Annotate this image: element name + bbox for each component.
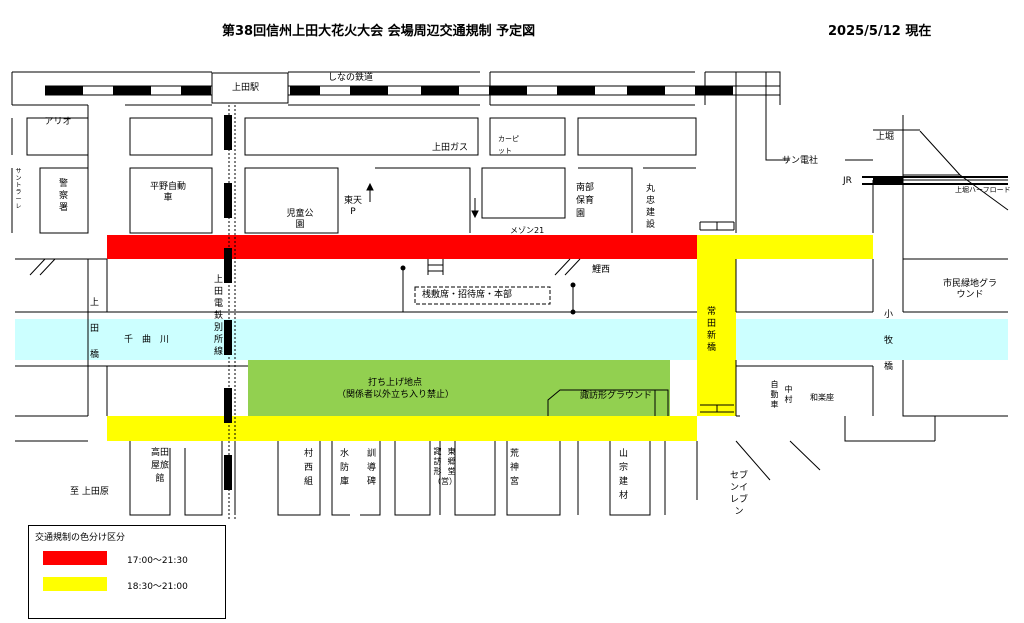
yellow-restriction-road-east [697,235,873,259]
road-outlines [11,71,1009,516]
kundou-label: 訓導碑 [366,449,376,487]
shinano-railway-track [45,86,733,95]
tokiwada-label: 常田新橋 [706,307,716,353]
jidoushasha-label: 自動車 [770,380,779,409]
ueda-gas-label: 上田ガス [432,143,469,153]
hirano-label: 平野自動車 [149,182,186,203]
sajiki-markers [400,265,576,315]
tougoudou-label: 東郷堂 [447,447,456,476]
higashi-tenp-label: 東天P [343,196,362,217]
ueda-station-label: 上田駅 [232,83,260,93]
shimin-ryokuchi-label: 市民緑地グラウンド [942,279,997,300]
jr-label: JR [843,176,852,186]
jido-park-label: 児童公園 [286,209,314,230]
seven-label: セブンイレブン [729,471,748,517]
direction-arrows [366,182,479,219]
launch-label-2: （関係者以外立ち入り禁止） [337,390,455,400]
kamibori-label: 上堀 [876,132,895,142]
maruchu-label: 丸忠建設 [645,184,655,230]
murnishi-label: 村西組 [303,449,313,487]
komakibashi-label: 小牧橋 [883,310,893,372]
shinano-railway-label: しなの鉄道 [328,73,374,83]
map-date: 2025/5/12 現在 [828,24,932,39]
nakamura-label: 中村 [784,385,793,404]
police-label: 警察署 [58,179,68,213]
legend-title: 交通規制の色分け区分 [35,533,126,543]
takadaya-label: 高田屋旅館 [150,448,169,484]
legend-yellow-swatch [43,577,107,591]
koinishi-label: 鯉西 [592,265,611,275]
bessho-line-label: 上田電鉄別所線 [213,275,223,357]
bessho-line-track [224,105,236,520]
map-title: 第38回信州上田大花火大会 会場周辺交通規制 予定図 [222,24,536,39]
chikuma-river [15,319,1008,360]
suwagata-eigyo-label: 諏訪形（営） [433,447,457,486]
suibou-label: 水防庫 [339,449,349,487]
mezon-label: メゾン21 [510,226,545,235]
yamamune-label: 山宗建材 [618,449,628,501]
half-road-label: 上堀ハーフロード [955,186,1011,194]
to-uedahara-label: 至 上田原 [70,487,109,497]
uedabashi-label: 上田橋 [89,298,99,360]
warakuza-label: 和楽座 [810,393,834,402]
nanbu-hoikuen-label: 南部保育園 [576,183,595,219]
launch-label-1: 打ち上げ地点 [368,378,423,388]
carpit-label: カーピット [498,135,519,155]
legend-red-swatch [43,551,107,565]
ueda-station-box [211,72,289,104]
legend-yellow-label: 18:30～21:00 [127,582,188,592]
sajiki-label: 桟敷席・招待席・本部 [422,290,513,300]
jr-track [862,176,1008,185]
launch-area [248,360,670,416]
chikuma-label: 千曲川 [124,335,179,345]
yellow-restriction-road-south [107,416,697,441]
sun-densha-label: サン電社 [782,156,819,166]
red-restriction-road [107,235,697,259]
legend: 交通規制の色分け区分 17:00～21:30 18:30～21:00 [28,525,226,619]
arajin-label: 荒神宮 [509,449,519,487]
ario-label: アリオ [44,117,72,127]
suwagata-ground-label: 諏訪形グラウンド [580,391,653,401]
legend-red-label: 17:00～21:30 [127,556,188,566]
sentrance-label: サントラーレ [15,168,22,210]
yellow-restriction-tokiwada-bridge [697,259,736,416]
